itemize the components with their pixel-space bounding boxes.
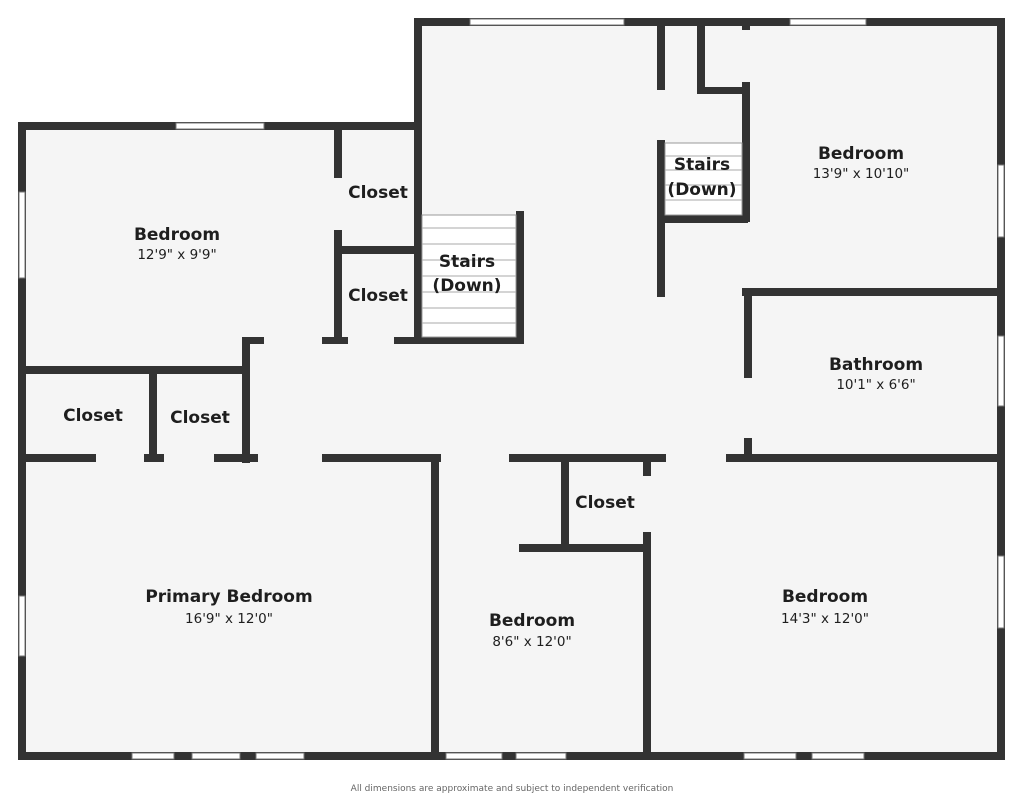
stairs-ne-sublabel: (Down) [667, 180, 736, 200]
bedroom-s-name: Bedroom [489, 611, 575, 631]
bedroom-nw-dims: 12'9" x 9'9" [137, 247, 216, 263]
bathroom-name: Bathroom [829, 355, 923, 375]
bathroom-dims: 10'1" x 6'6" [836, 377, 915, 393]
primary-bedroom-dims: 16'9" x 12'0" [185, 611, 273, 627]
bedroom-se-name: Bedroom [782, 587, 868, 607]
closet-w2-label: Closet [170, 408, 230, 428]
disclaimer-footnote: All dimensions are approximate and subje… [351, 784, 674, 794]
closet-n1-label: Closet [348, 183, 408, 203]
bedroom-ne-dims: 13'9" x 10'10" [813, 166, 910, 182]
stairs-ne-label: Stairs [674, 155, 730, 175]
stairs-center-label: Stairs [439, 252, 495, 272]
bedroom-se-dims: 14'3" x 12'0" [781, 611, 869, 627]
floor-area [20, 18, 1004, 757]
bedroom-s-dims: 8'6" x 12'0" [492, 634, 571, 650]
stairs-center-sublabel: (Down) [432, 276, 501, 296]
primary-bedroom-name: Primary Bedroom [145, 587, 312, 607]
closet-w1-label: Closet [63, 406, 123, 426]
stairs-ne [664, 142, 743, 216]
door-openings [96, 30, 752, 532]
closet-n2-label: Closet [348, 286, 408, 306]
bedroom-nw-name: Bedroom [134, 225, 220, 245]
closet-s-label: Closet [575, 493, 635, 513]
bedroom-ne-name: Bedroom [818, 144, 904, 164]
stairs-center [421, 214, 517, 338]
windows [18, 18, 1005, 760]
